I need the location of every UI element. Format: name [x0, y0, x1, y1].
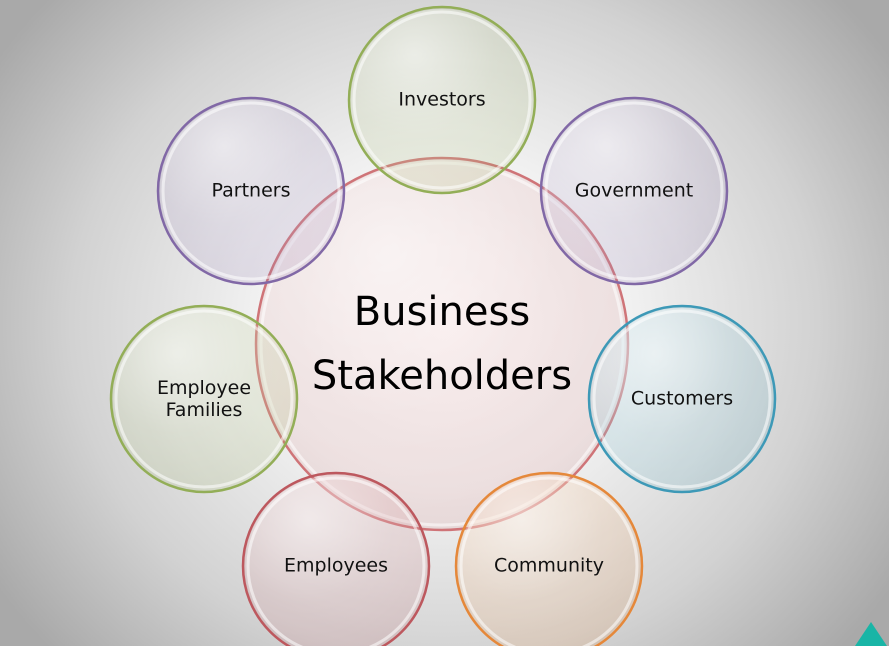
bubble-government	[539, 96, 729, 286]
bubble-employees	[241, 471, 431, 646]
center-title-line2: Stakeholders	[311, 353, 573, 399]
bubble-community	[454, 471, 644, 646]
bubble-investors	[347, 5, 537, 195]
stakeholder-label-investors: Investors	[398, 88, 486, 111]
bubble-customers	[587, 304, 777, 494]
center-bubble	[254, 156, 630, 532]
bubble-employee-families	[109, 304, 299, 494]
stakeholder-label-employees: Employees	[284, 554, 388, 577]
stakeholder-label-community: Community	[494, 554, 604, 577]
stakeholder-label-employee-families: Employee Families	[156, 377, 252, 421]
stakeholder-label-customers: Customers	[630, 387, 734, 410]
center-title: Business Stakeholders	[312, 280, 572, 408]
stakeholder-label-partners: Partners	[211, 179, 291, 202]
bubble-partners	[156, 96, 346, 286]
center-title-line1: Business	[353, 289, 531, 335]
teal-triangle-icon	[855, 622, 887, 646]
stakeholder-label-government: Government	[574, 179, 694, 202]
